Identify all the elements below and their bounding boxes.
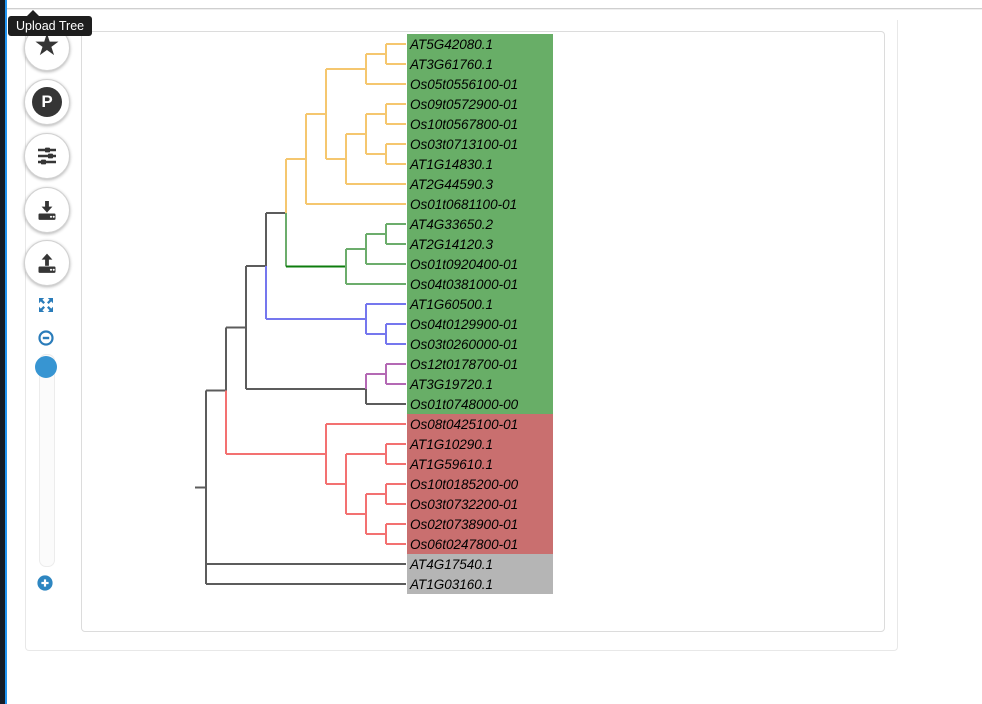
leaf-row[interactable]: Os01t0681100-01 bbox=[407, 194, 553, 214]
leaf-row[interactable]: Os04t0129900-01 bbox=[407, 314, 553, 334]
leaf-row[interactable]: Os03t0713100-01 bbox=[407, 134, 553, 154]
leaf-row[interactable]: Os08t0425100-01 bbox=[407, 414, 553, 434]
left-rail bbox=[0, 0, 5, 704]
leaf-label: AT1G59610.1 bbox=[410, 456, 494, 472]
leaf-row[interactable]: AT3G19720.1 bbox=[407, 374, 553, 394]
leaf-label: Os03t0713100-01 bbox=[410, 136, 519, 152]
leaf-label: Os10t0567800-01 bbox=[410, 116, 519, 132]
leaf-label: AT1G03160.1 bbox=[410, 576, 494, 592]
leaf-label: Os12t0178700-01 bbox=[410, 356, 519, 372]
leaf-label: AT3G19720.1 bbox=[410, 376, 494, 392]
minus-circle-icon bbox=[38, 330, 54, 346]
leaf-row[interactable]: AT1G14830.1 bbox=[407, 154, 553, 174]
leaf-row[interactable]: Os03t0260000-01 bbox=[407, 334, 553, 354]
leaf-row[interactable]: AT1G10290.1 bbox=[407, 434, 553, 454]
download-button[interactable] bbox=[24, 187, 70, 233]
upload-icon bbox=[38, 253, 56, 273]
leaf-label: AT2G44590.3 bbox=[410, 176, 494, 192]
plus-circle-icon bbox=[37, 575, 53, 591]
leaf-label: AT4G17540.1 bbox=[410, 556, 494, 572]
p-circle-icon: P bbox=[32, 87, 62, 117]
leaf-label: Os02t0738900-01 bbox=[410, 516, 519, 532]
leaf-label: AT1G10290.1 bbox=[410, 436, 494, 452]
leaf-label: AT5G42080.1 bbox=[410, 36, 494, 52]
zoom-slider-track[interactable] bbox=[39, 354, 55, 567]
leaf-label: AT3G61760.1 bbox=[410, 56, 494, 72]
leaf-row[interactable]: AT3G61760.1 bbox=[407, 54, 553, 74]
leaf-label: AT2G14120.3 bbox=[410, 236, 494, 252]
leaf-label: AT4G33650.2 bbox=[410, 216, 494, 232]
leaf-row[interactable]: AT1G59610.1 bbox=[407, 454, 553, 474]
zoom-slider-handle[interactable] bbox=[35, 356, 57, 378]
settings-button[interactable] bbox=[24, 133, 70, 179]
leaf-row[interactable]: AT4G33650.2 bbox=[407, 214, 553, 234]
leaf-label: Os04t0129900-01 bbox=[410, 316, 519, 332]
zoom-out-button[interactable] bbox=[38, 330, 54, 346]
leaf-label: Os01t0920400-01 bbox=[410, 256, 519, 272]
leaf-row[interactable]: AT2G44590.3 bbox=[407, 174, 553, 194]
leaf-row[interactable]: Os12t0178700-01 bbox=[407, 354, 553, 374]
leaf-label: Os03t0732200-01 bbox=[410, 496, 519, 512]
upload-button[interactable] bbox=[24, 240, 70, 286]
leaf-row[interactable]: Os10t0567800-01 bbox=[407, 114, 553, 134]
leaf-row[interactable]: Os06t0247800-01 bbox=[407, 534, 553, 554]
leaf-label: Os05t0556100-01 bbox=[410, 76, 519, 92]
leaf-label: AT1G60500.1 bbox=[410, 296, 494, 312]
expand-button[interactable] bbox=[38, 297, 54, 313]
leaf-row[interactable]: Os04t0381000-01 bbox=[407, 274, 553, 294]
leaf-label: Os06t0247800-01 bbox=[410, 536, 519, 552]
leaf-row[interactable]: Os09t0572900-01 bbox=[407, 94, 553, 114]
sliders-icon bbox=[38, 147, 56, 165]
leaf-label: AT1G14830.1 bbox=[410, 156, 494, 172]
leaf-row[interactable]: Os01t0920400-01 bbox=[407, 254, 553, 274]
leaf-label: Os01t0748000-00 bbox=[410, 396, 519, 412]
leaf-row[interactable]: Os05t0556100-01 bbox=[407, 74, 553, 94]
download-icon bbox=[38, 201, 56, 220]
expand-arrows-icon bbox=[39, 298, 53, 312]
leaf-row[interactable]: AT2G14120.3 bbox=[407, 234, 553, 254]
leaf-row[interactable]: AT1G60500.1 bbox=[407, 294, 553, 314]
leaf-row[interactable]: AT1G03160.1 bbox=[407, 574, 553, 594]
leaf-label: Os10t0185200-00 bbox=[410, 476, 519, 492]
leaf-row[interactable]: Os01t0748000-00 bbox=[407, 394, 553, 414]
tooltip-label: Upload Tree bbox=[16, 19, 85, 33]
leaf-label: Os03t0260000-01 bbox=[410, 336, 519, 352]
zoom-in-button[interactable] bbox=[37, 575, 53, 591]
top-divider bbox=[7, 8, 982, 9]
p-tool-button[interactable]: P bbox=[24, 79, 70, 125]
leaf-label: Os01t0681100-01 bbox=[410, 196, 518, 212]
upload-tooltip: Upload Tree bbox=[8, 16, 93, 36]
tooltip-caret bbox=[27, 10, 39, 16]
left-rail-accent bbox=[5, 0, 7, 704]
leaf-label: Os09t0572900-01 bbox=[410, 96, 519, 112]
leaf-row[interactable]: Os02t0738900-01 bbox=[407, 514, 553, 534]
leaf-row[interactable]: AT5G42080.1 bbox=[407, 34, 553, 54]
leaf-row[interactable]: AT4G17540.1 bbox=[407, 554, 553, 574]
leaf-label: Os08t0425100-01 bbox=[410, 416, 519, 432]
leaf-label: Os04t0381000-01 bbox=[410, 276, 519, 292]
leaf-row[interactable]: Os03t0732200-01 bbox=[407, 494, 553, 514]
leaf-row[interactable]: Os10t0185200-00 bbox=[407, 474, 553, 494]
